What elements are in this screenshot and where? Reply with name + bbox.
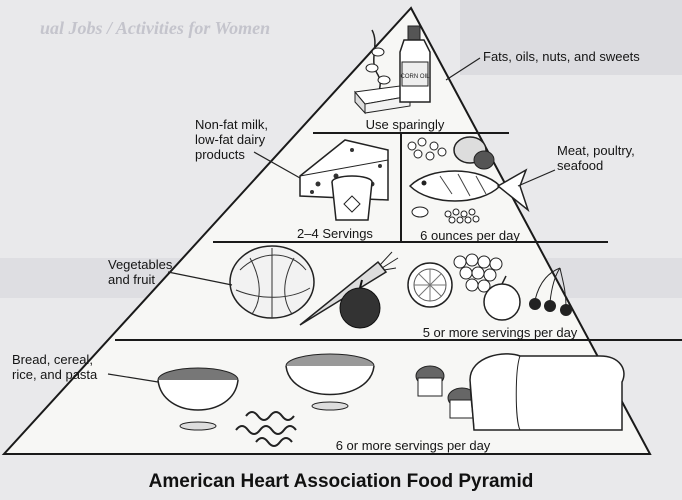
serving-dairy: 2–4 Servings [280, 226, 390, 241]
serving-grains: 6 or more servings per day [313, 438, 513, 453]
label-dairy: Non-fat milk, low-fat dairy products [195, 117, 283, 162]
serving-fats: Use sparingly [350, 117, 460, 132]
label-meat-poultry-seafood: Meat, poultry, seafood [557, 143, 653, 173]
label-fats-oils-nuts-sweets: Fats, oils, nuts, and sweets [483, 49, 673, 64]
yogurt-cup-illustration [332, 176, 372, 220]
figure-title: American Heart Association Food Pyramid [0, 471, 682, 493]
serving-produce: 5 or more servings per day [400, 325, 600, 340]
serving-meat: 6 ounces per day [405, 228, 535, 243]
orange-slice-illustration [408, 263, 452, 307]
bread-loaf-illustration [470, 354, 624, 430]
cabbage-illustration [230, 246, 314, 318]
label-vegetables-fruit: Vegetables and fruit [108, 257, 188, 287]
label-bread-cereal-rice-pasta: Bread, cereal, rice, and pasta [12, 352, 108, 382]
bottle-label: CORN OIL [400, 74, 430, 80]
